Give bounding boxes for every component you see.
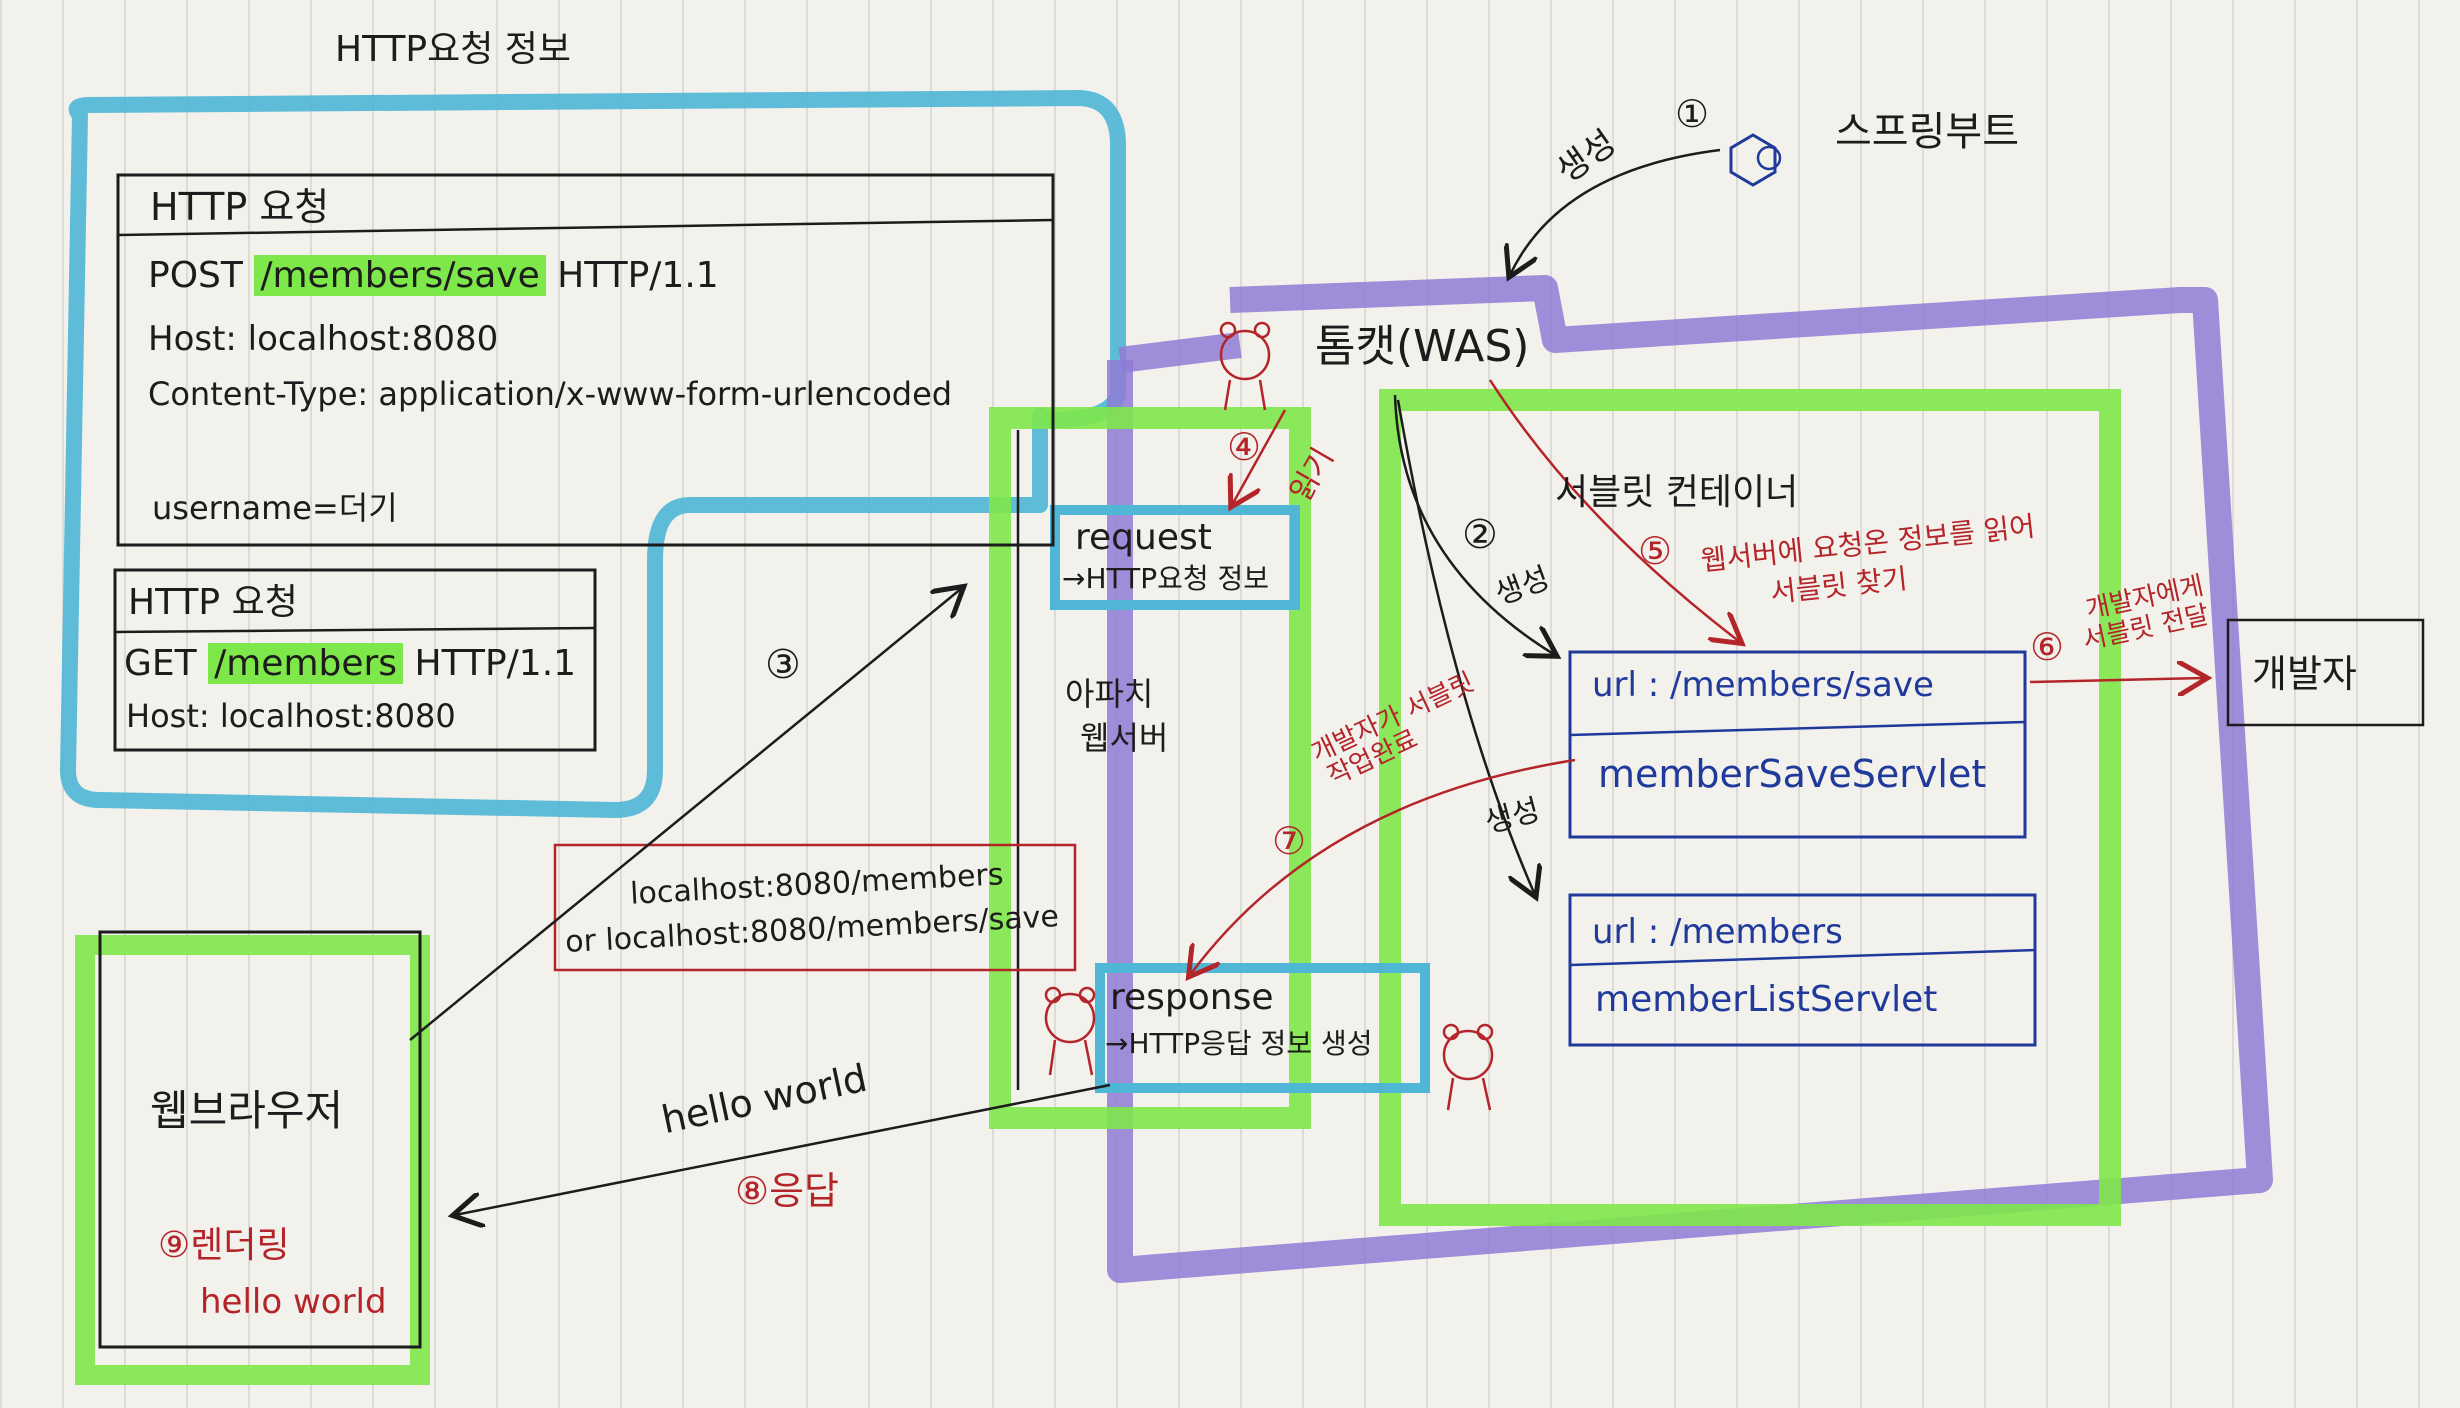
step-7: ⑦: [1272, 819, 1307, 863]
post-content-type: Content-Type: application/x-www-form-url…: [148, 375, 953, 413]
apache-highlight: [989, 407, 1311, 1129]
servlet-save-name: memberSaveServlet: [1598, 752, 1987, 796]
post-host: Host: localhost:8080: [148, 319, 499, 359]
get-request-line: GET /members HTTP/1.1: [124, 643, 577, 684]
get-path: /members: [208, 643, 404, 684]
post-path: /members/save: [254, 255, 546, 296]
tomcat-highlight: [1107, 275, 2273, 1283]
spring-boot-label: 스프링부트: [1835, 109, 2019, 155]
step-8-num: ⑧: [735, 1169, 770, 1213]
step-2: ②: [1462, 512, 1498, 558]
servlet-container-label: 서블릿 컨테이너: [1555, 472, 1799, 513]
step-4: ④: [1227, 425, 1262, 469]
step-6: ⑥: [2030, 625, 2065, 669]
tomcat-label: 톰캣(WAS): [1315, 321, 1530, 372]
browser-label: 웹브라우저: [150, 1086, 344, 1135]
request-title: request: [1075, 517, 1212, 558]
post-request-line: POST /members/save HTTP/1.1: [148, 255, 719, 296]
step-8: ⑧응답: [735, 1172, 839, 1210]
post-version: HTTP/1.1: [557, 255, 719, 296]
developer-label: 개발자: [2252, 652, 2357, 696]
bear-icon: [1219, 321, 1271, 411]
get-request-header: HTTP 요청: [128, 582, 298, 623]
render-label: 렌더링: [190, 1225, 290, 1266]
browser-render: ⑨렌더링: [158, 1228, 290, 1264]
http-info-highlight: [60, 90, 1126, 818]
request-sub: →HTTP요청 정보: [1062, 562, 1270, 595]
servlet-save-url: url : /members/save: [1592, 665, 1934, 705]
servlet-list-url: url : /members: [1592, 912, 1843, 952]
post-body: username=더기: [152, 489, 398, 527]
step-9: ⑨: [158, 1225, 191, 1266]
response-sub: →HTTP응답 정보 생성: [1105, 1027, 1373, 1060]
step-8-label: 응답: [769, 1169, 839, 1213]
step-5: ⑤: [1638, 529, 1673, 573]
servlet-container-highlight: [1379, 389, 2121, 1226]
post-request-header: HTTP 요청: [150, 185, 330, 229]
servlet-list-name: memberListServlet: [1595, 979, 1938, 1020]
apache-label-1: 아파치: [1065, 675, 1154, 713]
get-version: HTTP/1.1: [414, 643, 577, 684]
step-1: ①: [1675, 92, 1710, 136]
apache-label-2: 웹서버: [1080, 719, 1169, 757]
get-method: GET: [124, 643, 197, 684]
response-title: response: [1110, 977, 1274, 1018]
browser-render-text: hello world: [200, 1282, 387, 1322]
get-host: Host: localhost:8080: [126, 697, 456, 735]
post-method: POST: [148, 255, 243, 296]
page-title: HTTP요청 정보: [335, 29, 572, 70]
step-3: ③: [765, 642, 801, 688]
